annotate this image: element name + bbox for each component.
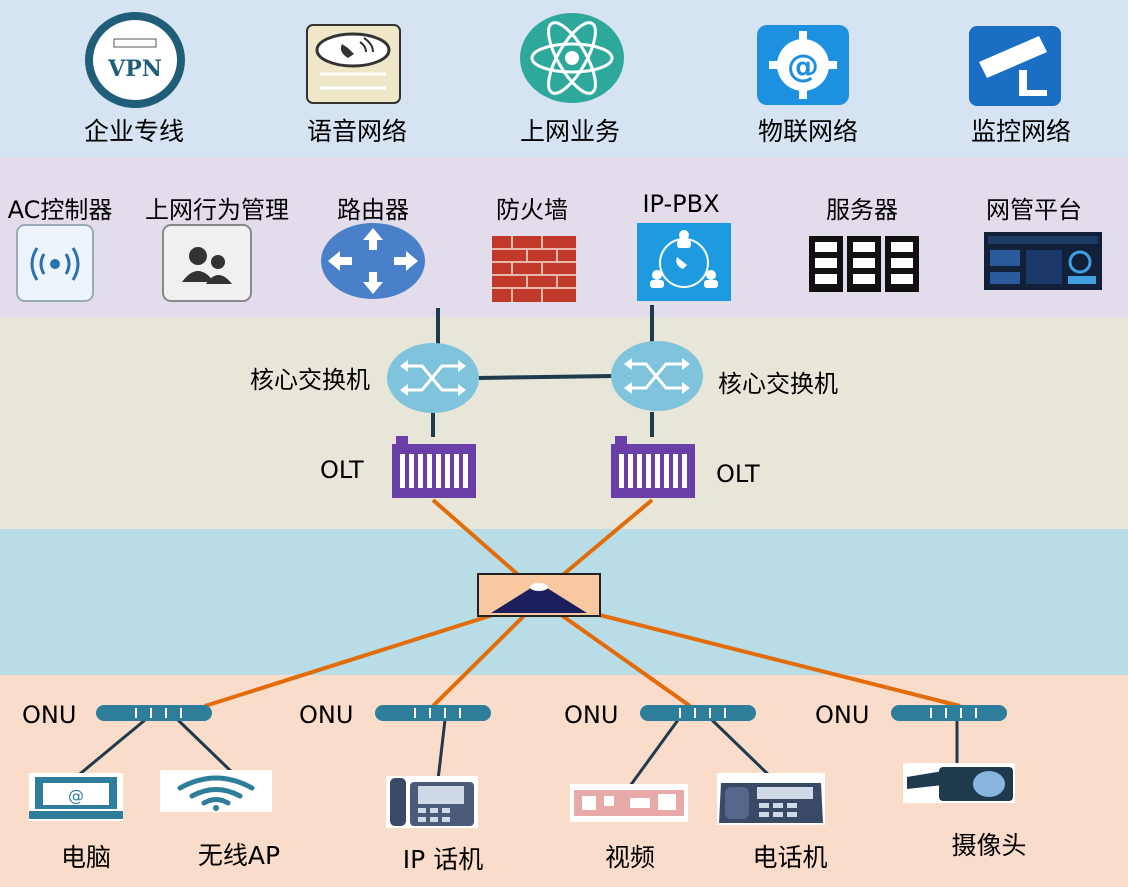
platform-label-behavior-mgmt: 上网行为管理 [145, 196, 289, 224]
ip-phone-icon [386, 776, 478, 828]
service-label-iot: 物联网络 [757, 117, 859, 146]
terminal-label-camera: 摄像头 [951, 831, 1027, 860]
onu-2-icon [375, 703, 491, 723]
phone-call-icon [306, 24, 401, 104]
onu-label-4: ONU [815, 701, 870, 729]
svg-text:@: @ [787, 47, 819, 85]
onu-label-1: ONU [22, 701, 77, 729]
platform-label-server: 服务器 [826, 196, 898, 224]
router-icon [320, 222, 426, 300]
terminal-label-wifi-ap: 无线AP [197, 841, 281, 870]
onu-3-icon [640, 703, 756, 723]
onu-label-2: ONU [299, 701, 354, 729]
service-label-enterprise-line: 企业专线 [83, 117, 185, 146]
service-label-surveillance: 监控网络 [970, 117, 1072, 146]
onu-label-3: ONU [564, 701, 619, 729]
platform-label-nms: 网管平台 [986, 196, 1082, 224]
platform-label-router: 路由器 [337, 196, 409, 224]
wifi-ap-icon [160, 770, 272, 812]
olt-right-icon [611, 436, 695, 500]
platform-label-ac-controller: AC控制器 [7, 196, 113, 224]
svg-text:@: @ [68, 786, 84, 805]
camera-icon [903, 763, 1015, 803]
pbx-icon [637, 223, 731, 301]
service-label-internet: 上网业务 [519, 117, 621, 146]
core-switch-left-icon [386, 342, 480, 414]
wifi-signal-icon [16, 224, 94, 302]
core-switch-label-right: 核心交换机 [718, 370, 838, 398]
terminal-label-ip-phone: IP 话机 [402, 845, 484, 874]
platform-label-firewall: 防火墙 [496, 196, 568, 224]
server-icon [809, 236, 919, 292]
service-label-voice-network: 语音网络 [306, 117, 408, 146]
users-icon [162, 224, 252, 302]
terminal-label-desk-phone: 电话机 [752, 843, 828, 872]
terminal-label-video: 视频 [604, 843, 656, 872]
vpn-icon: VPN [84, 11, 186, 109]
core-switch-label-left: 核心交换机 [250, 366, 370, 394]
core-switch-right-icon [610, 340, 704, 412]
dashboard-icon [984, 232, 1104, 292]
terminal-label-computer: 电脑 [60, 843, 112, 872]
olt-label-right: OLT [716, 460, 760, 488]
desk-phone-icon [717, 773, 825, 825]
onu-1-icon [96, 703, 212, 723]
at-gear-icon: @ [757, 25, 849, 105]
olt-label-left: OLT [320, 456, 364, 484]
firewall-icon [492, 236, 576, 302]
computer-icon: @ [29, 773, 123, 821]
core-band [0, 317, 1128, 529]
atom-icon [519, 12, 625, 104]
onu-4-icon [891, 703, 1007, 723]
cctv-camera-icon [969, 26, 1061, 106]
optical-splitter-icon [477, 573, 601, 617]
vpn-icon-text: VPN [107, 56, 162, 82]
platform-label-ip-pbx: IP-PBX [642, 190, 720, 218]
olt-left-icon [392, 436, 476, 500]
video-device-icon [570, 784, 688, 822]
